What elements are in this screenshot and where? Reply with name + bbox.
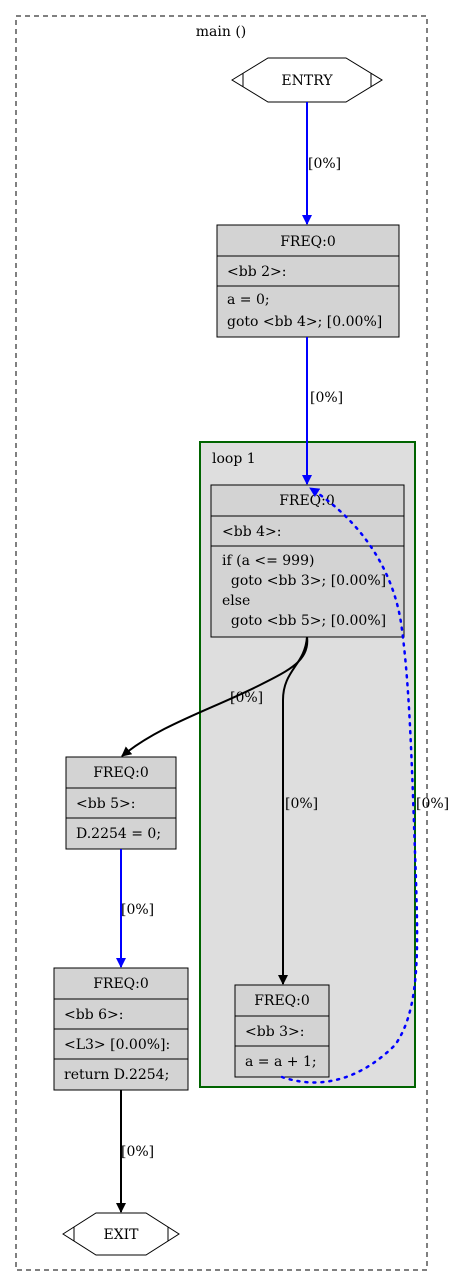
edge-label-bb4-bb3: [0%] <box>285 796 318 812</box>
bb4-line4: goto <bb 5>; [0.00%] <box>222 613 386 629</box>
bb3-node: FREQ:0 <bb 3>: a = a + 1; <box>234 984 330 1078</box>
edge-label-bb4-bb5: [0%] <box>230 690 263 706</box>
bb4-node: FREQ:0 <bb 4>: if (a <= 999) goto <bb 3>… <box>210 484 405 638</box>
bb2-line2: goto <bb 4>; [0.00%] <box>227 314 382 330</box>
bb3-line1: a = a + 1; <box>245 1054 317 1070</box>
exit-node: EXIT <box>62 1212 180 1256</box>
edge-bb4-bb3 <box>278 636 308 985</box>
loop-label: loop 1 <box>212 451 256 467</box>
bb2-node: FREQ:0 <bb 2>: a = 0; goto <bb 4>; [0.00… <box>216 224 400 338</box>
bb4-line2: goto <bb 3>; [0.00%] <box>222 573 386 589</box>
bb4-name: <bb 4>: <box>222 524 281 540</box>
edge-bb3-bb4 <box>280 486 419 1084</box>
bb6-line1: <L3> [0.00%]: <box>64 1037 170 1053</box>
edge-label-bb6-exit: [0%] <box>121 1144 154 1160</box>
bb5-line1: D.2254 = 0; <box>76 826 161 842</box>
bb2-line1: a = 0; <box>227 292 270 308</box>
bb2-freq: FREQ:0 <box>280 234 336 250</box>
bb3-name: <bb 3>: <box>245 1024 304 1040</box>
entry-label: ENTRY <box>281 73 333 89</box>
edge-label-bb3-bb4: [0%] <box>416 796 449 812</box>
edge-label-bb2-bb4: [0%] <box>310 390 343 406</box>
bb6-freq: FREQ:0 <box>93 976 149 992</box>
entry-node: ENTRY <box>231 57 383 103</box>
edge-label-bb5-bb6: [0%] <box>121 902 154 918</box>
bb6-node: FREQ:0 <bb 6>: <L3> [0.00%]: return D.22… <box>53 967 189 1091</box>
function-cluster <box>15 15 428 1271</box>
edge-label-entry-bb2: [0%] <box>308 156 341 172</box>
exit-label: EXIT <box>103 1227 139 1243</box>
bb4-freq: FREQ:0 <box>279 493 335 509</box>
bb5-name: <bb 5>: <box>76 796 135 812</box>
bb4-line3: else <box>222 593 250 609</box>
bb5-node: FREQ:0 <bb 5>: D.2254 = 0; <box>65 756 177 850</box>
function-title: main () <box>196 24 247 40</box>
bb3-freq: FREQ:0 <box>254 993 310 1009</box>
bb6-line2: return D.2254; <box>64 1067 169 1083</box>
bb2-name: <bb 2>: <box>227 264 286 280</box>
bb5-freq: FREQ:0 <box>93 765 149 781</box>
bb4-line1: if (a <= 999) <box>222 553 314 569</box>
bb6-name: <bb 6>: <box>64 1007 123 1023</box>
